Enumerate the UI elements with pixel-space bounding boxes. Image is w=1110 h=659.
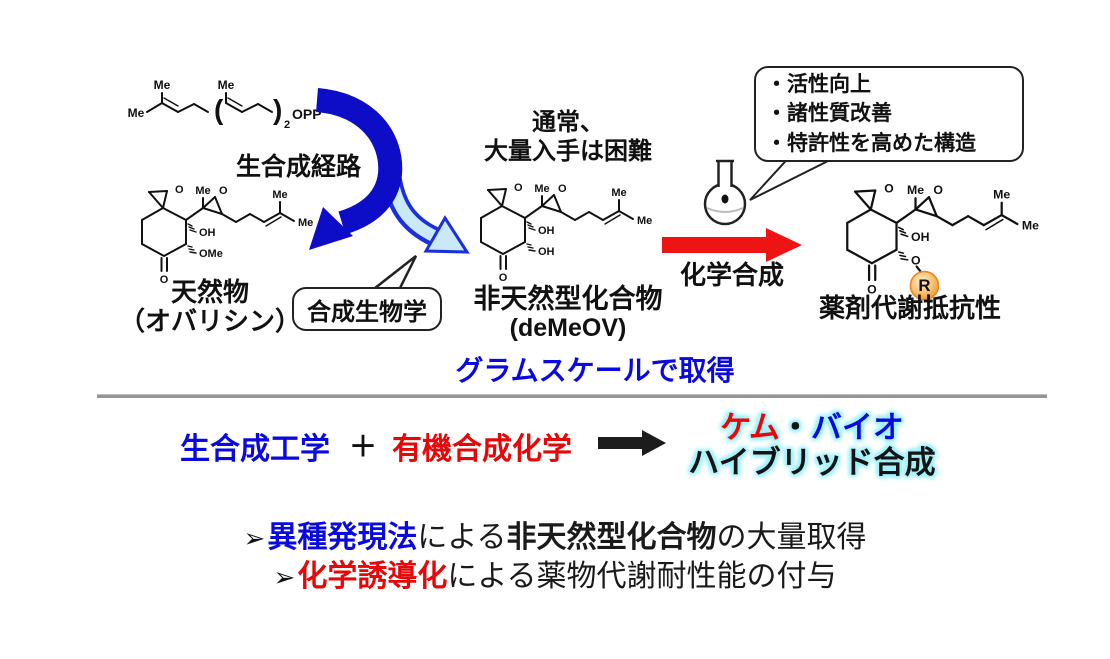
atom-label: Me bbox=[154, 78, 171, 92]
result-line1: ケム・バイオ bbox=[662, 410, 962, 445]
atom-label: OPP bbox=[292, 106, 322, 122]
plus-sign: ＋ bbox=[349, 431, 378, 462]
modified-compound-structure: O O Me O Me Me OH O R bbox=[846, 182, 1039, 301]
product-label: 薬剤代謝抵抗性 bbox=[818, 293, 1001, 323]
demeov-structure: O O Me O Me Me OH OH bbox=[480, 182, 652, 284]
atom-label: O bbox=[175, 184, 184, 196]
atom-label: Me bbox=[637, 215, 652, 227]
unnatural-compound-paren: (deMeOV) bbox=[509, 314, 627, 343]
black-right-arrow bbox=[598, 430, 666, 456]
atom-label: Me bbox=[218, 78, 235, 92]
bullet2-term: 化学誘導化 bbox=[297, 560, 448, 593]
atom-label: Me bbox=[611, 187, 626, 199]
difficulty-line2: 大量入手は困難 bbox=[484, 138, 652, 166]
difficulty-line1: 通常、 bbox=[532, 109, 604, 136]
dark-arrowhead bbox=[309, 207, 353, 250]
atom-label: O bbox=[160, 274, 169, 286]
atom-label: OH bbox=[538, 246, 555, 258]
benefit-item: ・諸性質改善 bbox=[766, 102, 892, 126]
dark-arrow-body bbox=[315, 88, 403, 235]
result-chem: ケム bbox=[720, 410, 780, 445]
chemical-synthesis-label: 化学合成 bbox=[679, 260, 784, 290]
atom-label: O bbox=[884, 182, 894, 196]
paren-open: ( bbox=[214, 94, 224, 125]
atom-label: Me bbox=[195, 185, 210, 197]
natural-product-name: 天然物 bbox=[170, 277, 249, 307]
chemical-synthesis-arrow bbox=[662, 228, 802, 262]
atom-label: O bbox=[911, 253, 921, 267]
fpp-structure: Me Me ( Me ) 2 OPP bbox=[128, 78, 322, 131]
atom-label: O bbox=[219, 185, 228, 197]
bullet1-bold-term: 非天然型化合物 bbox=[506, 521, 717, 554]
bullet1-term: 異種発現法 bbox=[267, 521, 418, 554]
biosynthesis-pathway-label: 生合成経路 bbox=[236, 153, 362, 181]
result-bio: バイオ bbox=[810, 410, 904, 445]
atom-label: Me bbox=[298, 217, 313, 229]
natural-product-paren: （オバリシン） bbox=[118, 306, 301, 337]
difficulty-note: 通常、 大量入手は困難 bbox=[455, 108, 681, 167]
result-line2: ハイブリッド合成 bbox=[688, 445, 936, 481]
atom-label: Me bbox=[1022, 219, 1039, 233]
equation-term-organic-synthesis: 有機合成化学 bbox=[392, 433, 572, 466]
r-group-circle bbox=[909, 270, 940, 301]
branching-arrows bbox=[309, 88, 470, 254]
bullet1-mid: による bbox=[417, 521, 507, 554]
gram-scale-note: グラムスケールで取得 bbox=[455, 355, 735, 386]
atom-label: Me bbox=[534, 183, 549, 195]
synthetic-biology-text: 合成生物学 bbox=[307, 298, 427, 326]
result-dot: ・ bbox=[779, 410, 811, 445]
equation-result: ケム・バイオ ハイブリッド合成 bbox=[662, 410, 962, 480]
atom-label: O bbox=[558, 183, 567, 195]
benefits-bubble: ・活性向上 ・諸性質改善 ・特許性を高めた構造 bbox=[754, 66, 1024, 162]
equation-term-biosynthetic-engineering: 生合成工学 bbox=[180, 433, 330, 466]
unnatural-compound-name: 非天然型化合物 bbox=[473, 284, 663, 314]
atom-label: OMe bbox=[199, 248, 223, 260]
bullet1-rest: の大量取得 bbox=[716, 521, 867, 554]
atom-label: OH bbox=[199, 227, 216, 239]
atom-label: O bbox=[514, 182, 523, 194]
natural-product-label: 天然物 （オバリシン） bbox=[105, 277, 315, 337]
bullet-heterologous-expression: ➢異種発現法による非天然型化合物の大量取得 bbox=[0, 512, 1110, 556]
bullet-arrow-icon: ➢ bbox=[243, 523, 266, 553]
atom-label: Me bbox=[272, 189, 287, 201]
atom-label: Me bbox=[907, 183, 924, 197]
atom-label: OH bbox=[538, 225, 555, 237]
paren-close: ) bbox=[273, 94, 282, 125]
atom-label: O bbox=[933, 183, 943, 197]
benefit-item: ・特許性を高めた構造 bbox=[766, 131, 976, 155]
atom-label: OH bbox=[911, 230, 930, 244]
section-divider bbox=[97, 394, 1047, 398]
bullet2-rest: による薬物代謝耐性能の付与 bbox=[447, 560, 837, 593]
atom-label: O bbox=[499, 272, 508, 284]
flask-icon bbox=[703, 159, 747, 226]
ovalicin-structure: O O Me O Me Me OH OMe bbox=[141, 184, 313, 286]
r-group-label: R bbox=[918, 276, 930, 295]
bullet-chemical-derivatization: ➢化学誘導化による薬物代謝耐性能の付与 bbox=[0, 551, 1110, 595]
benefit-item: ・活性向上 bbox=[766, 72, 871, 96]
bullet-arrow-icon: ➢ bbox=[273, 562, 296, 592]
synthetic-biology-bubble: 合成生物学 bbox=[292, 287, 442, 331]
light-arrowhead bbox=[423, 215, 470, 254]
unnatural-compound-label: 非天然型化合物 (deMeOV) bbox=[458, 284, 678, 342]
atom-label: O bbox=[867, 282, 877, 296]
atom-label: Me bbox=[993, 187, 1010, 201]
atom-label: Me bbox=[128, 106, 145, 120]
paren-subscript: 2 bbox=[284, 119, 290, 131]
